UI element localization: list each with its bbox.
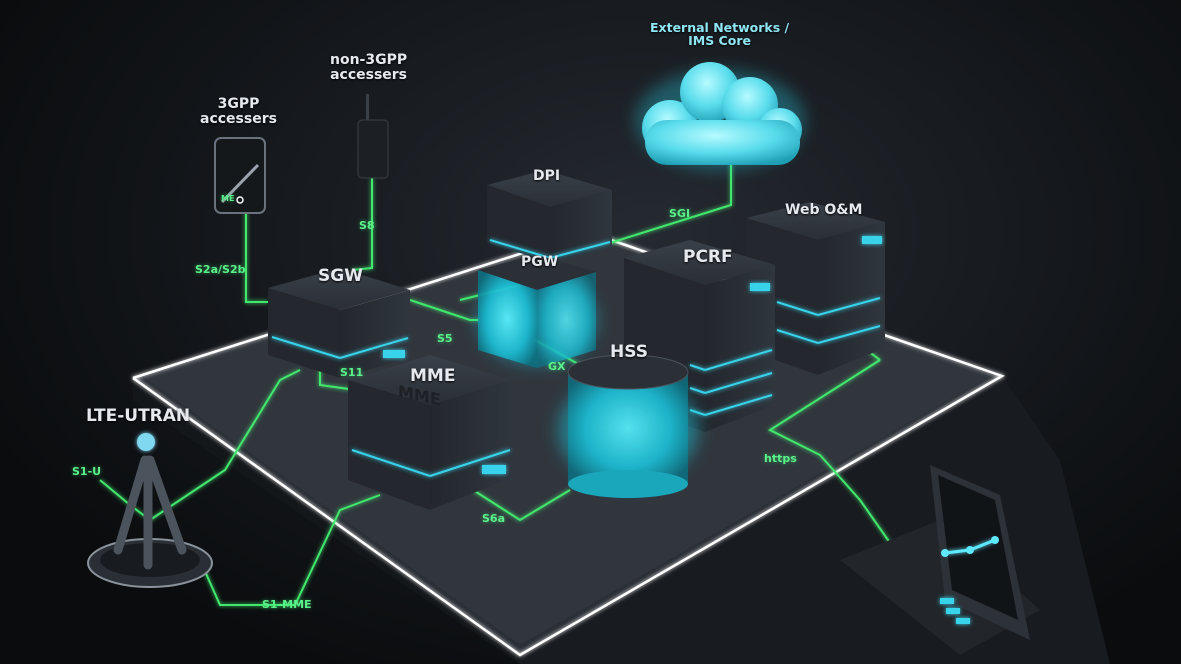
s8-label: S8: [359, 219, 375, 232]
dpi-label: DPI: [533, 168, 561, 184]
lte-tower: [87, 433, 213, 588]
mme-box: [348, 355, 512, 510]
external-cloud: [635, 62, 805, 170]
link-s8: [351, 178, 373, 271]
s11-label: S11: [340, 366, 364, 379]
s5-label: S5: [437, 332, 453, 345]
s6a-label: S6a: [482, 512, 505, 525]
link-s6a: [469, 487, 571, 522]
s1-u-label: S1-U: [72, 465, 102, 478]
s2a-s2b-label: S2a/S2b: [195, 263, 246, 276]
phone-screen-text: ME: [221, 194, 235, 203]
radio-device: [357, 94, 389, 179]
pgw-label: PGW: [521, 254, 559, 270]
link-sgi: [609, 160, 732, 244]
https-label: https: [764, 452, 797, 465]
link-s1mme: [199, 494, 381, 606]
sgw-label: SGW: [318, 266, 363, 286]
phone-device: [214, 137, 266, 214]
mme-label: MME: [410, 366, 456, 386]
hss-cylinder: [558, 354, 698, 498]
gx-label: GX: [548, 360, 566, 373]
external-networks-label: External Networks /IMS Core: [650, 20, 790, 49]
lte-utran-label: LTE-UTRAN: [86, 406, 191, 426]
laptop: [840, 465, 1040, 655]
pgw-box: [477, 255, 597, 368]
dpi-box: [487, 170, 612, 262]
link-s1u: [99, 369, 301, 522]
hss-label: HSS: [610, 342, 648, 362]
sgw-box: [268, 268, 410, 378]
link-s5: [409, 299, 480, 321]
sgi-label: SGI: [669, 207, 691, 220]
link-https: [767, 359, 896, 551]
web-om-label: Web O&M: [785, 202, 863, 218]
link-s2ab: [245, 212, 268, 303]
s1-mme-label: S1-MME: [262, 598, 312, 611]
pcrf-label: PCRF: [683, 247, 733, 267]
